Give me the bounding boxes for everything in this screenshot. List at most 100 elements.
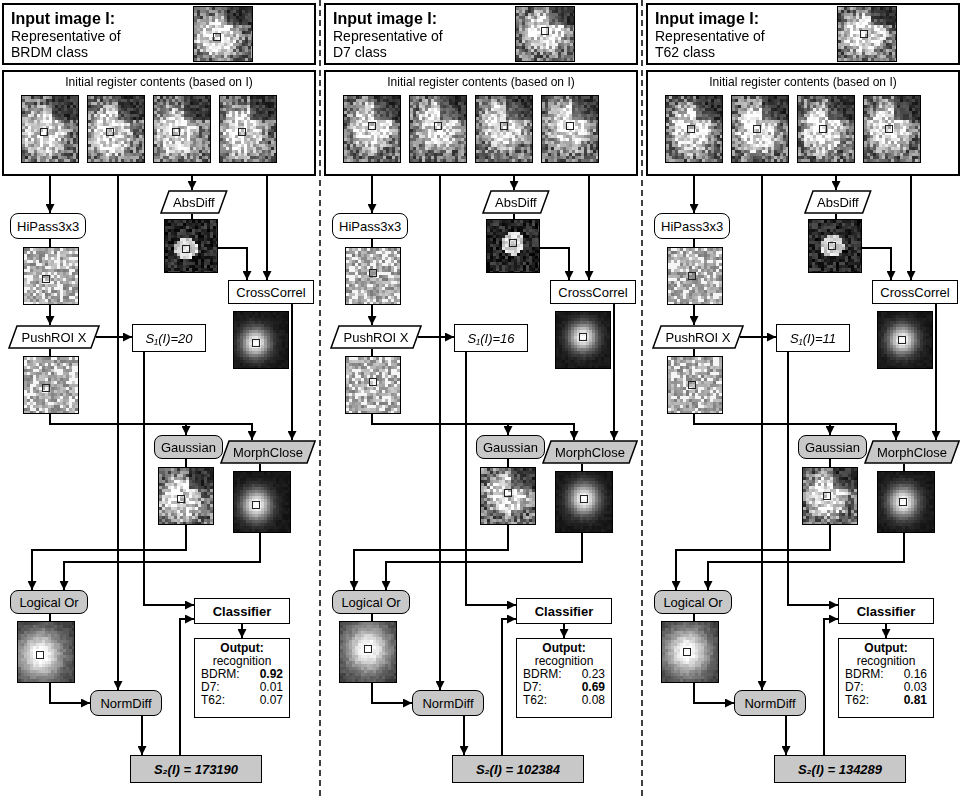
thumbnail-image bbox=[666, 96, 722, 162]
node-label: S₂(I) = 134289 bbox=[798, 762, 882, 777]
register-box: Initial register contents (based on I) bbox=[646, 70, 960, 176]
operator-box: HiPass3x3 bbox=[332, 213, 408, 239]
class-score: 0.81 bbox=[897, 694, 927, 707]
scalar-box: S₁(I)=16 bbox=[454, 324, 528, 352]
class-name: T62: bbox=[201, 694, 247, 707]
class-name: D7: bbox=[523, 681, 569, 694]
thumbnail-image bbox=[662, 622, 718, 682]
operator-parallelogram: MorphClose bbox=[220, 440, 316, 464]
thumbnail-image bbox=[154, 96, 210, 162]
operator-box: Logical Or bbox=[654, 590, 732, 614]
input-image-box: Input image I:Representative of BRDM cla… bbox=[2, 3, 316, 65]
thumbnail-image bbox=[220, 96, 276, 162]
operator-parallelogram: AbsDiff bbox=[482, 190, 550, 214]
operator-parallelogram: AbsDiff bbox=[160, 190, 228, 214]
connector-arrow bbox=[563, 624, 565, 638]
node-label: MorphClose bbox=[877, 445, 947, 460]
box-heading: Initial register contents (based on I) bbox=[387, 75, 574, 89]
node-label: Gaussian bbox=[805, 440, 860, 455]
node-label: S₂(I) = 173190 bbox=[154, 762, 238, 777]
operator-box: CrossCorrel bbox=[550, 280, 636, 304]
thumbnail-image bbox=[165, 220, 217, 272]
node-label: PushROI X bbox=[665, 330, 730, 345]
thumbnail-image bbox=[476, 96, 532, 162]
connector-arrow bbox=[613, 304, 615, 440]
thumbnail-image bbox=[234, 312, 288, 368]
operator-parallelogram: PushROI X bbox=[330, 325, 422, 349]
operator-parallelogram: PushROI X bbox=[8, 325, 100, 349]
thumbnail-image bbox=[516, 7, 574, 61]
connector-arrow bbox=[463, 716, 465, 755]
connector-arrow bbox=[910, 176, 912, 280]
connector-arrow bbox=[439, 176, 441, 690]
thumbnail-image bbox=[194, 7, 252, 61]
node-label: S₁(I)=20 bbox=[145, 331, 192, 346]
class-score: 0.07 bbox=[253, 694, 283, 707]
connector-arrow bbox=[266, 176, 268, 280]
operator-box: HiPass3x3 bbox=[10, 213, 86, 239]
class-score: 0.16 bbox=[897, 668, 927, 681]
connector-arrow bbox=[64, 464, 260, 590]
panel-subheading: Representative of BRDM class bbox=[11, 28, 141, 60]
operator-box: NormDiff bbox=[90, 690, 162, 716]
connector-arrow bbox=[372, 349, 574, 440]
connector-arrow bbox=[241, 624, 243, 638]
operator-parallelogram: MorphClose bbox=[864, 440, 960, 464]
node-label: HiPass3x3 bbox=[17, 219, 79, 234]
connector-arrow bbox=[693, 176, 695, 213]
thumbnail-image bbox=[803, 468, 857, 524]
node-label: MorphClose bbox=[555, 445, 625, 460]
panel-subheading: Representative of T62 class bbox=[655, 28, 785, 60]
thumbnail-image bbox=[346, 248, 400, 304]
node-label: Logical Or bbox=[19, 595, 78, 610]
classifier-box: Classifier bbox=[516, 598, 612, 624]
connector-arrow bbox=[708, 464, 904, 590]
output-heading: Output: bbox=[523, 642, 605, 655]
operator-box: CrossCorrel bbox=[228, 280, 314, 304]
connector-arrow bbox=[291, 304, 293, 440]
parallelogram-shape bbox=[865, 441, 959, 463]
node-label: Gaussian bbox=[161, 440, 216, 455]
node-label: Logical Or bbox=[663, 595, 722, 610]
panel-heading: Input image I: bbox=[333, 9, 483, 28]
thumbnail-image bbox=[838, 7, 896, 61]
box-heading: Initial register contents (based on I) bbox=[65, 75, 252, 89]
thumbnail-image bbox=[732, 96, 788, 162]
parallelogram-shape bbox=[221, 441, 315, 463]
connector-arrow bbox=[694, 349, 896, 440]
connector-arrow bbox=[371, 176, 373, 213]
connector-arrow bbox=[418, 336, 454, 338]
thumbnail-image bbox=[542, 96, 598, 162]
class-name: D7: bbox=[845, 681, 891, 694]
thumbnail-image bbox=[410, 96, 466, 162]
node-label: MorphClose bbox=[233, 445, 303, 460]
parallelogram-shape bbox=[653, 326, 743, 348]
node-label: Classifier bbox=[213, 604, 272, 619]
register-box: Initial register contents (based on I) bbox=[2, 70, 316, 176]
node-label: Gaussian bbox=[483, 440, 538, 455]
node-label: HiPass3x3 bbox=[661, 219, 723, 234]
scalar-box: S₁(I)=20 bbox=[132, 324, 206, 352]
thumbnail-image bbox=[487, 220, 539, 272]
class-score: 0.08 bbox=[575, 694, 605, 707]
class-name: T62: bbox=[845, 694, 891, 707]
connector-arrow bbox=[835, 176, 837, 190]
operator-box: HiPass3x3 bbox=[654, 213, 730, 239]
connector-arrow bbox=[761, 176, 763, 690]
parallelogram-shape bbox=[543, 441, 637, 463]
class-score: 0.03 bbox=[897, 681, 927, 694]
panel-subheading: Representative of D7 class bbox=[333, 28, 463, 60]
scalar-box: S₂(I) = 134289 bbox=[774, 755, 906, 783]
output-subheading: recognition bbox=[201, 655, 283, 668]
connector-arrow bbox=[49, 176, 51, 213]
connector-arrow bbox=[885, 624, 887, 638]
thumbnail-image bbox=[878, 312, 932, 368]
connector-arrow bbox=[117, 176, 119, 690]
class-score: 0.69 bbox=[575, 681, 605, 694]
connector-arrow bbox=[386, 464, 582, 590]
node-label: NormDiff bbox=[100, 696, 151, 711]
operator-box: Gaussian bbox=[476, 435, 545, 459]
class-name: D7: bbox=[201, 681, 247, 694]
thumbnail-image bbox=[234, 472, 290, 532]
